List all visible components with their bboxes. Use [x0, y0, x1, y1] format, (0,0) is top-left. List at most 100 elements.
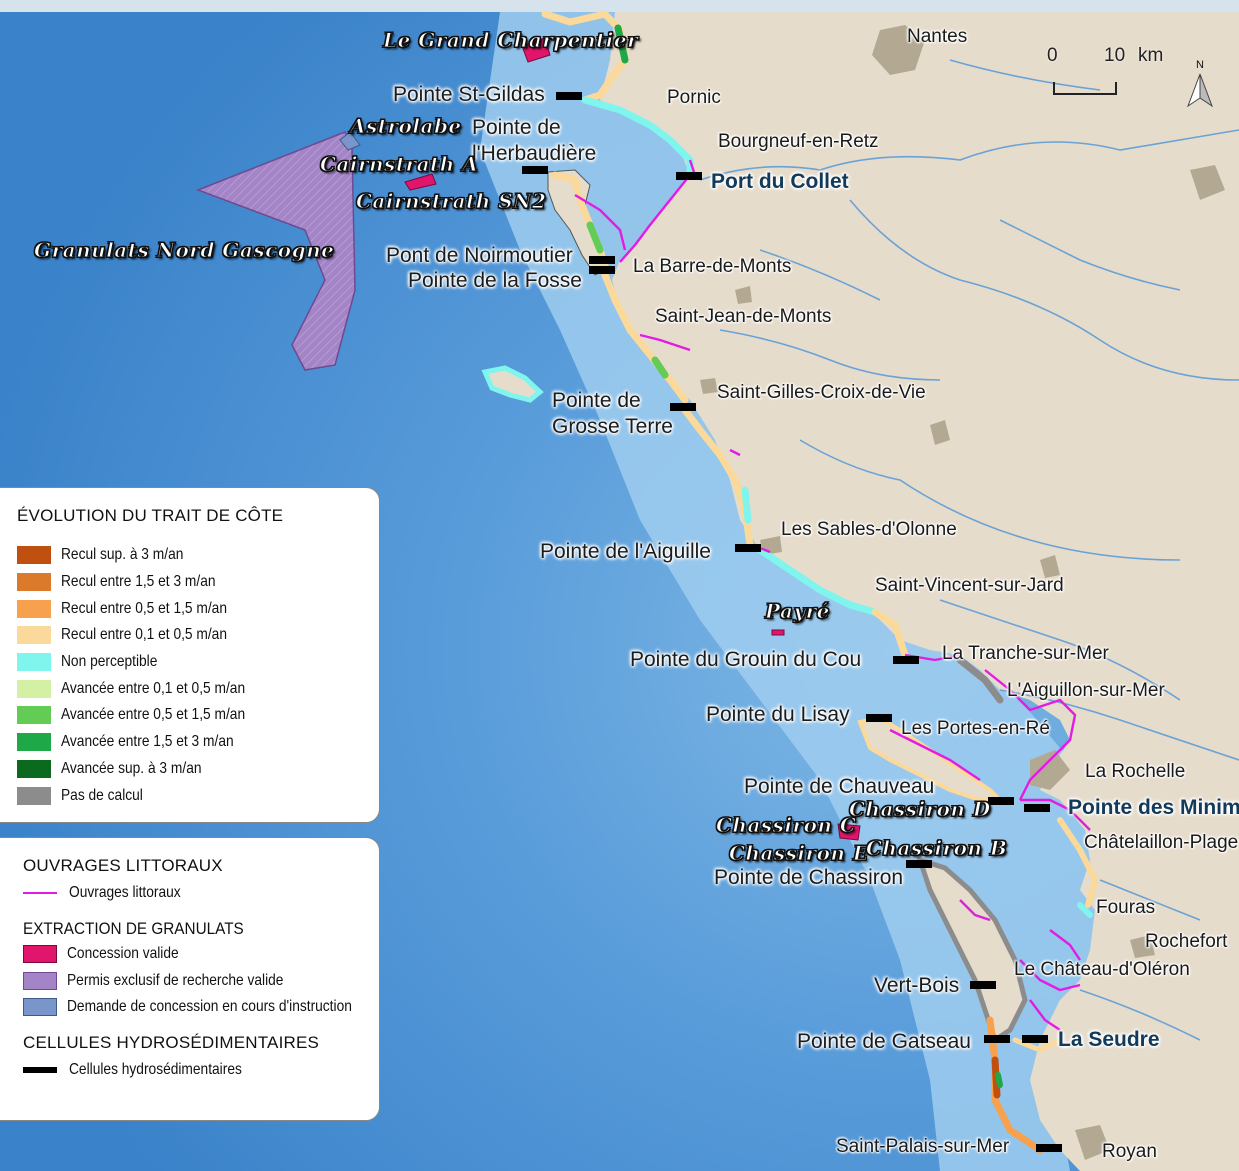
point-lisay: Pointe du Lisay	[706, 703, 850, 726]
zone-chassiron-b: Chassiron B	[865, 836, 1008, 860]
legend-item: Avancée entre 0,1 et 0,5 m/an	[17, 675, 379, 702]
town-aiguillon: L'Aiguillon-sur-Mer	[1007, 680, 1165, 701]
legend-label: Recul entre 0,1 et 0,5 m/an	[61, 626, 227, 644]
point-port-du-collet: Port du Collet	[711, 170, 849, 193]
town-royan: Royan	[1102, 1141, 1157, 1162]
legend-swatch	[17, 706, 51, 725]
town-saint-gilles: Saint-Gilles-Croix-de-Vie	[717, 382, 926, 403]
scale-start: 0	[1047, 45, 1058, 66]
town-la-rochelle: La Rochelle	[1085, 761, 1186, 782]
town-pornic: Pornic	[667, 87, 721, 108]
legend-coastline-title: ÉVOLUTION DU TRAIT DE CÔTE	[17, 506, 284, 525]
town-saint-jean-de-monts: Saint-Jean-de-Monts	[655, 306, 832, 327]
point-minimes: Pointe des Minimes	[1068, 796, 1239, 819]
point-chauveau: Pointe de Chauveau	[744, 775, 935, 798]
coastline-evolution	[541, 10, 1098, 1154]
legend-label: Avancée entre 0,1 et 0,5 m/an	[61, 679, 246, 697]
point-grosse-terre-2: Grosse Terre	[552, 415, 673, 438]
legend-swatch	[17, 786, 51, 805]
legend-coastline: ÉVOLUTION DU TRAIT DE CÔTE Recul sup. à …	[0, 487, 380, 823]
point-herbaudiere-2: l'Herbaudière	[472, 142, 597, 165]
point-herbaudiere-1: Pointe de	[472, 116, 561, 139]
legend-line-swatch	[23, 884, 57, 902]
zone-cairnstrath-sn2: Cairnstrath SN2	[355, 189, 547, 213]
legend-swatch	[17, 653, 51, 672]
zone-chassiron-e: Chassiron E	[729, 841, 869, 865]
legend-swatch	[23, 998, 57, 1017]
point-st-gildas: Pointe St-Gildas	[393, 83, 545, 106]
legend-swatch	[23, 971, 57, 990]
legend-coastline-items: Recul sup. à 3 m/an Recul entre 1,5 et 3…	[17, 542, 379, 809]
legend-item: Recul entre 0,1 et 0,5 m/an	[17, 622, 379, 649]
point-gatseau: Pointe de Gatseau	[797, 1030, 971, 1053]
legend-item: Permis exclusif de recherche valide	[23, 967, 379, 994]
coastal-works	[574, 159, 1091, 1031]
urban-areas	[700, 25, 1225, 1160]
mainland	[600, 12, 1239, 1171]
legend-item: Concession valide	[23, 941, 379, 968]
scale-bar-graphic	[1053, 82, 1117, 95]
legend-label: Demande de concession en cours d'instruc…	[67, 998, 352, 1016]
legend-label: Ouvrages littoraux	[69, 884, 181, 902]
legend-swatch	[17, 679, 51, 698]
point-la-seudre: La Seudre	[1058, 1028, 1160, 1051]
legend-label: Cellules hydrosédimentaires	[69, 1061, 242, 1079]
town-rochefort: Rochefort	[1145, 931, 1228, 952]
legend-label: Concession valide	[67, 945, 179, 963]
legend-label: Avancée sup. à 3 m/an	[61, 759, 202, 777]
zone-payre: Payré	[765, 599, 830, 623]
legend-item: Avancée entre 0,5 et 1,5 m/an	[17, 702, 379, 729]
point-de-la-fosse: Pointe de la Fosse	[408, 269, 582, 292]
legend-label: Permis exclusif de recherche valide	[67, 971, 284, 989]
scale-end: 10	[1104, 45, 1126, 66]
legend-label: Non perceptible	[61, 653, 158, 671]
legend-item: Recul entre 1,5 et 3 m/an	[17, 569, 379, 596]
legend-label: Recul entre 1,5 et 3 m/an	[61, 573, 216, 591]
zone-grand-charpentier: Le Grand Charpentier	[382, 28, 639, 52]
legend-item: Recul entre 0,5 et 1,5 m/an	[17, 595, 379, 622]
legend-item-works: Ouvrages littoraux	[23, 880, 379, 907]
legend-swatch	[23, 945, 57, 964]
yeu-island	[481, 365, 544, 403]
legend-item: Recul sup. à 3 m/an	[17, 542, 379, 569]
point-vert-bois: Vert-Bois	[874, 974, 960, 997]
cell-markers	[522, 92, 1062, 1152]
legend-swatch	[17, 599, 51, 618]
town-portes-en-re: Les Portes-en-Ré	[901, 718, 1050, 739]
town-saint-palais: Saint-Palais-sur-Mer	[836, 1136, 1010, 1157]
legend-cells-title: CELLULES HYDROSÉDIMENTAIRES	[23, 1032, 320, 1052]
town-nantes: Nantes	[907, 26, 968, 47]
point-aiguille: Pointe de l'Aiguille	[540, 540, 711, 563]
town-sables-olonne: Les Sables-d'Olonne	[781, 519, 957, 540]
legend-swatch	[17, 573, 51, 592]
valid-concessions	[404, 37, 861, 841]
north-label: N	[1196, 59, 1204, 71]
town-la-tranche: La Tranche-sur-Mer	[942, 643, 1109, 664]
legend-item: Demande de concession en cours d'instruc…	[23, 994, 379, 1021]
point-chassiron: Pointe de Chassiron	[714, 866, 904, 889]
legend-label: Avancée entre 1,5 et 3 m/an	[61, 733, 234, 751]
zone-cairnstrath-a: Cairnstrath A	[319, 152, 479, 176]
point-grouin-du-cou: Pointe du Grouin du Cou	[630, 648, 862, 671]
zone-astrolabe: Astrolabe	[350, 114, 462, 138]
legend-line-swatch	[23, 1061, 57, 1079]
legend-works: OUVRAGES LITTORAUX Ouvrages littoraux EX…	[0, 837, 380, 1121]
legend-works-title: OUVRAGES LITTORAUX	[23, 856, 223, 875]
pending-astrolabe	[339, 131, 361, 151]
town-saint-vincent: Saint-Vincent-sur-Jard	[875, 575, 1064, 596]
legend-item: Avancée sup. à 3 m/an	[17, 756, 379, 783]
legend-label: Avancée entre 0,5 et 1,5 m/an	[61, 706, 246, 724]
legend-item: Avancée entre 1,5 et 3 m/an	[17, 729, 379, 756]
north-arrow-icon	[1186, 73, 1214, 108]
legend-swatch	[17, 759, 51, 778]
town-chateau-oleron: Le Château-d'Oléron	[1014, 959, 1190, 980]
legend-label: Recul entre 0,5 et 1,5 m/an	[61, 599, 227, 617]
town-barre-de-monts: La Barre-de-Monts	[633, 256, 792, 277]
legend-item: Pas de calcul	[17, 782, 379, 809]
town-bourgneuf: Bourgneuf-en-Retz	[718, 131, 879, 152]
point-pont-noirmoutier: Pont de Noirmoutier	[386, 244, 573, 267]
legend-swatch	[17, 733, 51, 752]
legend-swatch	[17, 626, 51, 645]
legend-label: Recul sup. à 3 m/an	[61, 546, 184, 564]
